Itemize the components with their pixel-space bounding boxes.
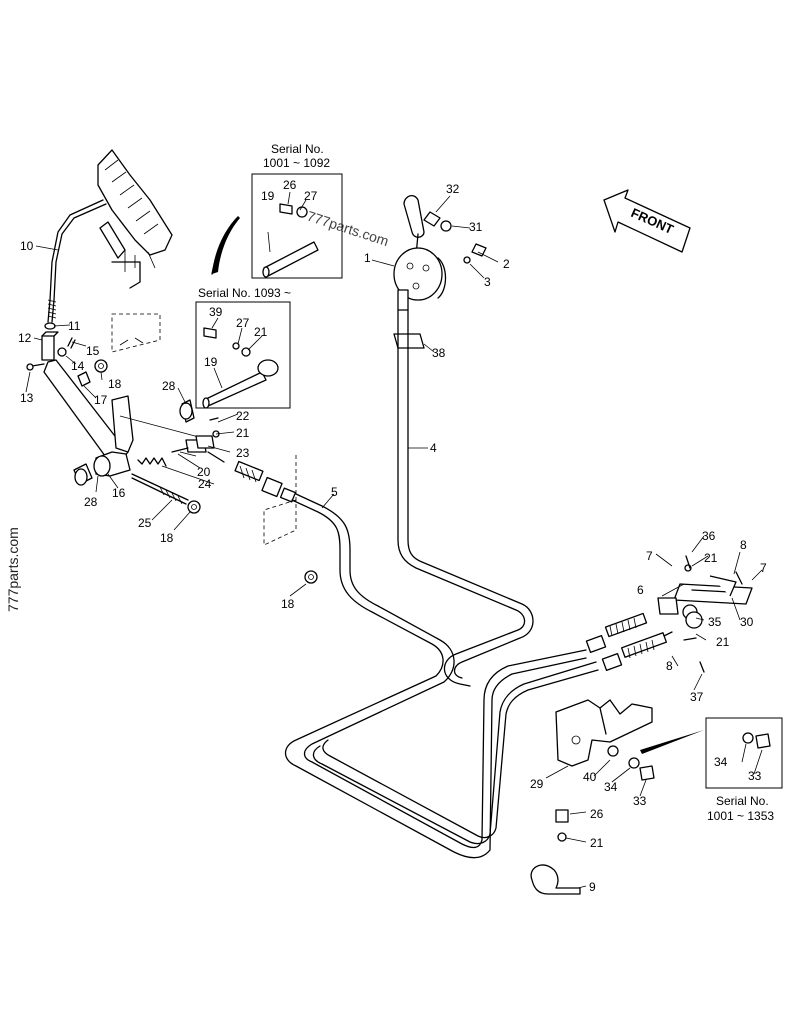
rod-25 (131, 473, 201, 514)
part-label: 11 (68, 319, 81, 333)
part-label: 19 (261, 189, 275, 203)
serial-caption-3-line1: Serial No. (716, 794, 769, 808)
part-label: 40 (583, 770, 597, 784)
front-arrow: FRONT (603, 189, 691, 253)
lever-16 (43, 359, 211, 486)
part-label: 7 (646, 549, 653, 563)
part-label: 1 (364, 251, 371, 265)
part-label: 34 (714, 755, 728, 769)
part-label: 24 (198, 477, 212, 491)
part-label: 35 (708, 615, 722, 629)
control-lever-1 (393, 194, 487, 311)
part-label: 22 (236, 409, 250, 423)
captions: Serial No. 1001 ~ 1092 Serial No. 1093 ~… (198, 142, 774, 823)
part-label: 33 (633, 794, 647, 808)
part-label: 6 (637, 583, 644, 597)
part-labels: 1 2 3 4 5 6 7 7 8 8 9 10 11 12 13 14 15 … (18, 178, 767, 894)
part-label: 27 (304, 189, 318, 203)
inset-box-2 (195, 301, 291, 409)
clamp-38 (393, 333, 425, 349)
part-label: 18 (281, 597, 295, 611)
part-label: 29 (530, 777, 544, 791)
part-label: 30 (740, 615, 754, 629)
part-label: 26 (590, 807, 604, 821)
mount-outline (263, 455, 297, 546)
part-label: 36 (702, 529, 716, 543)
part-label: 37 (690, 690, 704, 704)
pedal-assembly (97, 149, 173, 353)
leader-lines (25, 191, 763, 889)
part-label: 38 (432, 346, 446, 360)
part-label: 20 (197, 465, 211, 479)
nut-18 (304, 570, 318, 584)
part-label: 28 (84, 495, 98, 509)
part-label: 8 (740, 538, 747, 552)
part-label: 5 (331, 485, 338, 499)
inset-box-3 (640, 717, 783, 789)
part-label: 14 (71, 359, 85, 373)
cable-4-route (312, 661, 599, 845)
part-label: 26 (283, 178, 297, 192)
part-label: 16 (112, 486, 126, 500)
part-label: 15 (86, 344, 100, 358)
fitting-6 (657, 555, 743, 629)
part-label: 28 (162, 379, 176, 393)
part-label: 9 (589, 880, 596, 894)
part-label: 39 (209, 305, 223, 319)
part-label: 10 (20, 239, 34, 253)
inset-box-1 (211, 173, 343, 279)
cable-5 (284, 493, 587, 859)
serial-caption-3-line2: 1001 ~ 1353 (707, 809, 774, 823)
part-label: 17 (94, 393, 108, 407)
part-label: 4 (430, 441, 437, 455)
rod-10 (47, 199, 107, 323)
part-label: 31 (469, 220, 483, 234)
part-label: 13 (20, 391, 34, 405)
serial-caption-2: Serial No. 1093 ~ (198, 286, 291, 300)
part-label: 19 (204, 355, 218, 369)
serial-caption-1-line1: Serial No. (271, 142, 324, 156)
part-label: 33 (748, 769, 762, 783)
part-label: 7 (760, 561, 767, 575)
part-label: 25 (138, 516, 152, 530)
bracket-29 (555, 699, 655, 781)
cable-4 (397, 309, 534, 687)
part-label: 18 (108, 377, 122, 391)
part-label: 27 (236, 316, 250, 330)
cable-5-end (207, 451, 297, 503)
serial-caption-1-line2: 1001 ~ 1092 (263, 156, 330, 170)
part-label: 21 (590, 836, 604, 850)
part-label: 21 (704, 551, 718, 565)
spring-24 (137, 457, 167, 467)
clevis-23 (171, 417, 220, 453)
part-label: 23 (236, 446, 250, 460)
part-label: 21 (716, 635, 730, 649)
part-label: 21 (236, 426, 250, 440)
part-label: 34 (604, 780, 618, 794)
part-label: 21 (254, 325, 268, 339)
watermark-overlay: 777parts.com (305, 208, 391, 249)
watermark-side: 777parts.com (5, 527, 21, 612)
cable-ends-right (585, 612, 705, 673)
part-label: 2 (503, 257, 510, 271)
clamp-9 (530, 809, 581, 895)
part-label: 12 (18, 331, 32, 345)
part-label: 3 (484, 275, 491, 289)
part-label: 18 (160, 531, 174, 545)
part-label: 32 (446, 182, 460, 196)
part-label: 8 (666, 659, 673, 673)
